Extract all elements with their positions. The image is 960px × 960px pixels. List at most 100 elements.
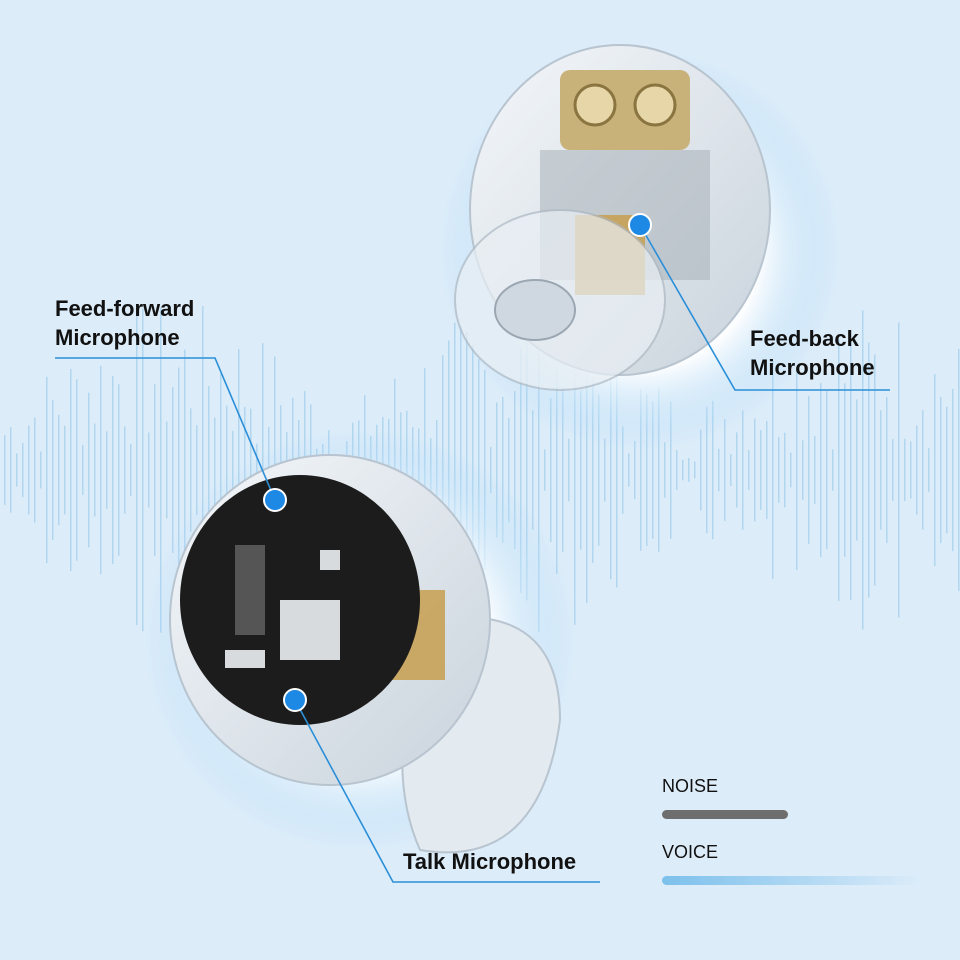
waveform-bar [592, 377, 594, 563]
feed-forward-mic-dot [263, 488, 287, 512]
waveform-bar [892, 439, 894, 501]
waveform-bar [664, 442, 666, 498]
waveform-bar [130, 443, 132, 497]
waveform-bar [844, 383, 846, 557]
waveform-bar [838, 338, 840, 602]
waveform-bar [226, 405, 228, 535]
waveform-bar [490, 446, 492, 494]
waveform-bar [568, 438, 570, 502]
waveform-bar [724, 419, 726, 521]
waveform-bar [886, 397, 888, 543]
waveform-bar [652, 401, 654, 539]
waveform-bar [670, 401, 672, 539]
legend-voice-label: VOICE [662, 842, 719, 862]
waveform-bar [220, 373, 222, 567]
feed-back-leader-line [639, 224, 890, 391]
waveform-bar [754, 418, 756, 522]
waveform-bar [586, 337, 588, 603]
feed-forward-leader-line [55, 357, 276, 501]
waveform-bar [538, 308, 540, 632]
waveform-bar [58, 414, 60, 526]
waveform-bar [196, 425, 198, 515]
waveform-bar [748, 450, 750, 490]
waveform-bar [904, 438, 906, 502]
waveform-bar [496, 402, 498, 538]
waveform-bar [94, 423, 96, 517]
waveform-bar [4, 435, 6, 505]
waveform-bar [706, 406, 708, 534]
waveform-bar [100, 365, 102, 575]
waveform-bar [718, 448, 720, 492]
waveform-bar [922, 410, 924, 530]
waveform-bar [10, 427, 12, 513]
waveform-bar [694, 461, 696, 479]
waveform-bar [688, 458, 690, 482]
waveform-bar [730, 454, 732, 486]
waveform-bar [118, 384, 120, 556]
label-line: Feed-back [750, 326, 859, 351]
waveform-bar [160, 307, 162, 633]
waveform-bar [910, 441, 912, 499]
waveform-bar [826, 390, 828, 550]
waveform-bar [736, 432, 738, 508]
waveform-bar [958, 348, 960, 592]
waveform-bar [562, 388, 564, 552]
waveform-bar [682, 459, 684, 481]
waveform-bar [610, 360, 612, 580]
waveform-bar [700, 429, 702, 511]
earbud-bottom [145, 430, 575, 854]
waveform-bar [550, 398, 552, 542]
waveform-bar [796, 370, 798, 570]
waveform-bar [202, 305, 204, 635]
waveform-bar [802, 440, 804, 500]
waveform-bar [874, 354, 876, 586]
waveform-bar [604, 438, 606, 502]
waveform-bar [742, 410, 744, 530]
waveform-bar [832, 449, 834, 491]
waveform-bar [862, 310, 864, 630]
waveform-bar [544, 449, 546, 491]
waveform-bar [814, 436, 816, 504]
label-line: Feed-forward [55, 296, 195, 321]
waveform-bar [850, 339, 852, 601]
waveform-bar [82, 445, 84, 495]
waveform-bar [616, 352, 618, 588]
waveform-bar [676, 450, 678, 490]
waveform-bar [868, 342, 870, 598]
waveform-bar [34, 417, 36, 523]
label-line: Microphone [750, 355, 875, 380]
waveform-bar [178, 367, 180, 573]
waveform-bar [190, 408, 192, 532]
waveform-bar [808, 396, 810, 544]
waveform-bar [634, 440, 636, 500]
waveform-bar [928, 448, 930, 492]
talk-mic-dot [283, 688, 307, 712]
waveform-bar [166, 421, 168, 519]
waveform-bar [952, 388, 954, 552]
waveform-bar [940, 396, 942, 544]
waveform-bar [520, 347, 522, 593]
waveform-bar [556, 366, 558, 574]
waveform-bar [760, 430, 762, 510]
waveform-bar [88, 392, 90, 548]
waveform-bar [574, 315, 576, 625]
waveform-bar [532, 410, 534, 530]
waveform-bar [514, 391, 516, 549]
waveform-bar [946, 406, 948, 534]
waveform-bar [136, 314, 138, 626]
waveform-bar [208, 386, 210, 554]
waveform-bar [622, 426, 624, 514]
waveform-bar [46, 376, 48, 564]
waveform-bar [784, 432, 786, 508]
waveform-bar [580, 390, 582, 550]
waveform-bar [64, 425, 66, 515]
waveform-bar [772, 361, 774, 579]
waveform-bar [766, 421, 768, 519]
waveform-bar [640, 389, 642, 551]
waveform-bar [154, 384, 156, 556]
waveform-bar [898, 322, 900, 618]
waveform-bar [526, 339, 528, 601]
waveform-bar [40, 451, 42, 489]
waveform-bar [124, 426, 126, 514]
waveform-bar [28, 425, 30, 515]
